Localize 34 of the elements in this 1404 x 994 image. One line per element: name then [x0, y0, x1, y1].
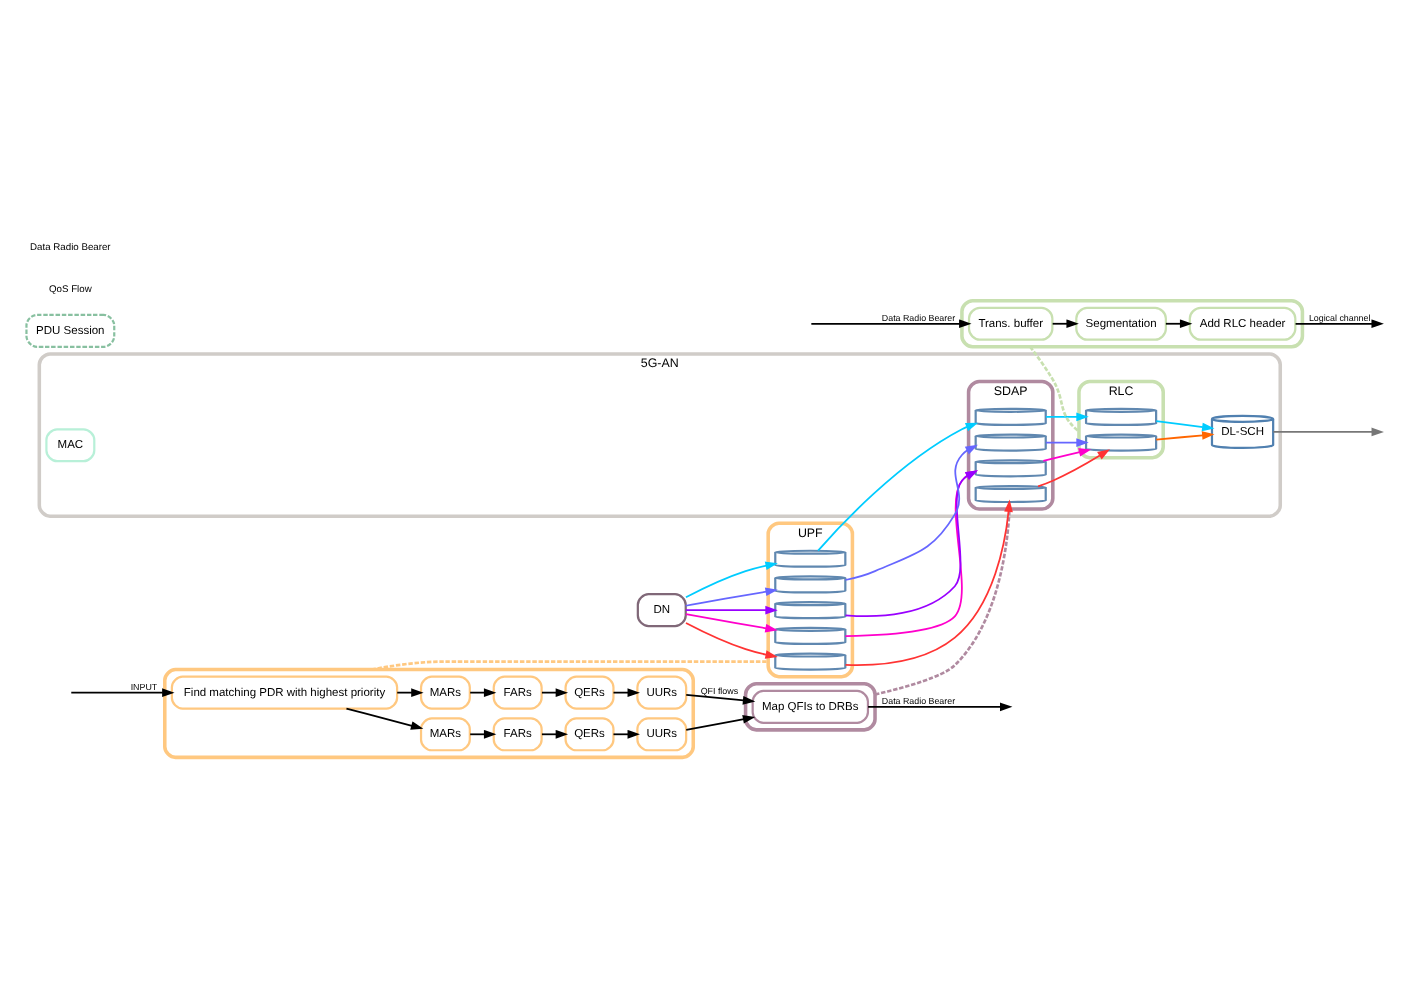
connector	[874, 508, 1011, 695]
arrow	[684, 586, 778, 606]
arrow	[810, 318, 972, 328]
arrow	[612, 687, 640, 696]
arrow	[685, 621, 778, 658]
arrow	[1051, 318, 1079, 328]
connector	[371, 659, 769, 670]
arrow	[867, 701, 1013, 711]
arrow	[1155, 430, 1215, 440]
arrow	[541, 728, 569, 738]
arrow	[685, 560, 778, 598]
arrow	[685, 693, 756, 704]
arrow	[1165, 318, 1193, 328]
arrow	[1045, 437, 1089, 446]
arrow	[345, 706, 424, 729]
arrow	[70, 687, 175, 696]
arrow	[685, 612, 778, 632]
arrow	[1042, 447, 1092, 461]
arrow	[469, 728, 497, 738]
arrow	[396, 687, 424, 696]
arrow	[844, 443, 978, 580]
arrow	[844, 498, 1013, 665]
arrow	[817, 421, 979, 551]
arrow	[1037, 448, 1110, 487]
arrow	[541, 687, 569, 696]
arrow	[1045, 411, 1089, 421]
arrow	[685, 713, 756, 730]
arrow	[1272, 426, 1384, 436]
arrow	[1155, 419, 1215, 431]
arrow	[1294, 318, 1384, 328]
arrow	[685, 604, 778, 614]
arrow	[469, 687, 497, 696]
arrow	[612, 728, 640, 738]
connector	[1029, 345, 1080, 432]
